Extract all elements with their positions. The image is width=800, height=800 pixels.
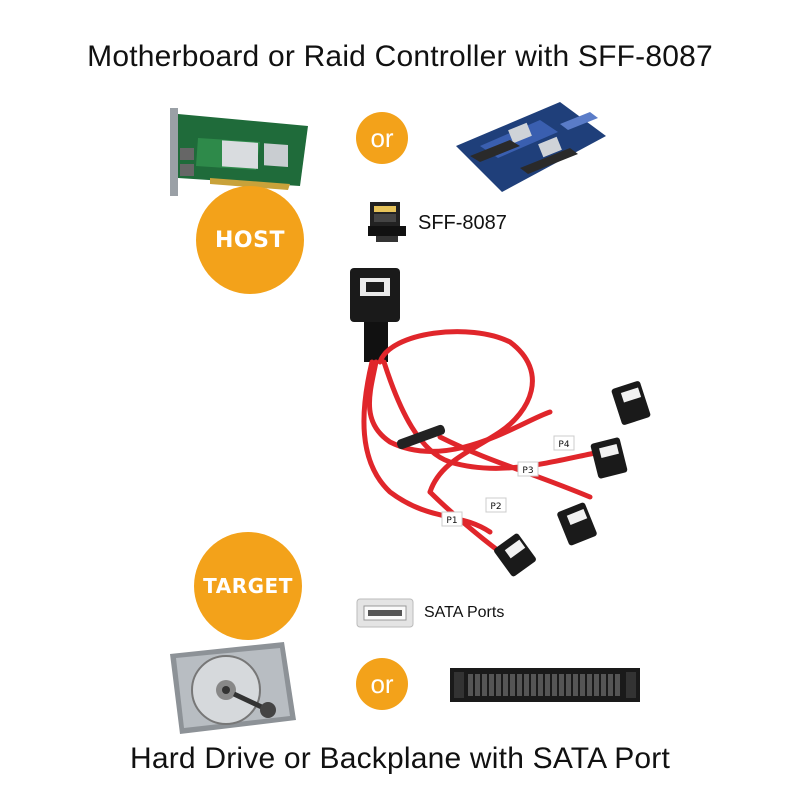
cable-tag-p1: P1 xyxy=(446,516,457,526)
raid-controller-image xyxy=(160,108,310,198)
motherboard-image xyxy=(450,96,610,196)
or-badge-bottom: or xyxy=(356,658,408,710)
sff-8087-to-sata-cable: P4 P3 P2 P1 xyxy=(330,262,700,602)
backplane-server-image xyxy=(450,666,640,706)
hard-drive-image xyxy=(164,640,300,736)
cable-tag-labels: P4 P3 P2 P1 xyxy=(441,435,575,527)
sff-8087-label: SFF-8087 xyxy=(418,212,507,234)
host-badge: HOST xyxy=(196,186,304,294)
sata-port-icon xyxy=(356,598,414,628)
cable-tag-p4: P4 xyxy=(558,440,569,450)
title-bottom: Hard Drive or Backplane with SATA Port xyxy=(129,742,671,775)
target-badge: TARGET xyxy=(194,532,302,640)
cable-tag-p3: P3 xyxy=(522,466,533,476)
cable-tag-p2: P2 xyxy=(490,502,501,512)
or-badge-top: or xyxy=(356,112,408,164)
sff-8087-connector-icon xyxy=(362,196,412,246)
title-top: Motherboard or Raid Controller with SFF-… xyxy=(87,40,713,73)
sata-ports-label: SATA Ports xyxy=(424,604,505,621)
